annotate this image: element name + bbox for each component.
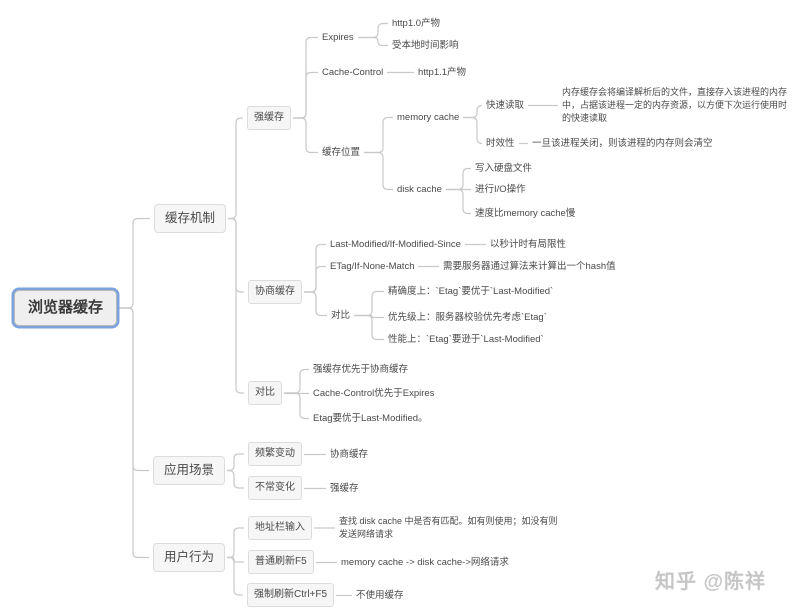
node-memdesc[interactable]: 内存缓存会将编译解析后的文件，直接存入该进程的内存 中，占据该进程一定的内存资源… [562, 87, 788, 123]
node-freq[interactable]: 频繁变动 [248, 442, 302, 466]
node-root[interactable]: 浏览器缓存 [14, 290, 118, 326]
connector-expires-http10 [358, 22, 388, 39]
connector-root-mech [119, 217, 150, 309]
node-http11[interactable]: http1.1产物 [418, 67, 467, 78]
connector-expires-localtime [358, 36, 388, 47]
node-addr[interactable]: 地址栏输入 [248, 516, 312, 540]
connector-memcache-fastread [463, 104, 483, 119]
node-timedesc[interactable]: 一旦该进程关闭，则该进程的内存则会清空 [532, 138, 713, 149]
connector-mech-comp2 [228, 217, 244, 394]
connector-location-memcache [364, 116, 393, 154]
connector-mech-strong [228, 117, 243, 220]
node-slower[interactable]: 速度比memory cache慢 [475, 208, 576, 219]
connector-diskcache-writedisk [446, 167, 471, 191]
node-perf[interactable]: 性能上：`Etag`要逊于`Last-Modified` [388, 334, 544, 345]
node-seconds[interactable]: 以秒计时有局限性 [490, 239, 567, 250]
node-etag[interactable]: ETag/If-None-Match [330, 261, 415, 272]
connector-comp1-precision [354, 290, 384, 317]
connector-memcache-timeliness [463, 116, 483, 145]
node-rare[interactable]: 不常变化 [248, 476, 302, 500]
connector-nego-lastmod [304, 243, 326, 293]
node-user[interactable]: 用户行为 [153, 543, 226, 572]
node-lastmod[interactable]: Last-Modified/If-Modified-Since [330, 239, 461, 250]
node-priority[interactable]: 优先级上：服务器校验优先考虑`Etag` [388, 312, 547, 323]
connector-comp2-etagfirst [284, 392, 309, 420]
node-negoref[interactable]: 协商缓存 [330, 449, 369, 460]
connector-comp1-perf [354, 314, 384, 341]
node-nocache[interactable]: 不使用缓存 [356, 590, 404, 601]
node-localtime[interactable]: 受本地时间影响 [392, 40, 459, 51]
connector-user-addr [227, 527, 244, 559]
connector-user-f5 [227, 556, 244, 563]
node-comp2[interactable]: 对比 [248, 381, 282, 405]
connector-strong-cachecontrol [293, 71, 318, 119]
node-location[interactable]: 缓存位置 [322, 147, 361, 158]
node-http10[interactable]: http1.0产物 [392, 18, 441, 29]
node-fastread[interactable]: 快速读取 [486, 100, 525, 111]
connector-root-user [119, 307, 149, 559]
node-ioop[interactable]: 进行I/O操作 [475, 184, 526, 195]
connector-root-scen [119, 307, 149, 472]
node-timeliness[interactable]: 时效性 [486, 138, 515, 149]
node-strong[interactable]: 强缓存 [247, 106, 291, 130]
watermark: 知乎 @陈祥 [655, 571, 767, 593]
node-addrdesc[interactable]: 查找 disk cache 中是否有匹配。如有则使用；如没有则 发送网络请求 [339, 516, 558, 539]
node-hash[interactable]: 需要服务器通过算法来计算出一个hash值 [443, 261, 616, 272]
node-writedisk[interactable]: 写入硬盘文件 [475, 163, 533, 174]
node-diskcache[interactable]: disk cache [397, 184, 442, 195]
node-ctrlf5[interactable]: 强制刷新Ctrl+F5 [247, 583, 335, 607]
node-strongfirst[interactable]: 强缓存优先于协商缓存 [313, 364, 409, 375]
node-mech[interactable]: 缓存机制 [154, 204, 227, 233]
node-precision[interactable]: 精确度上：`Etag`要优于`Last-Modified` [388, 286, 554, 297]
connector-scen-rare [227, 469, 244, 489]
node-memcache[interactable]: memory cache [397, 112, 460, 123]
connector-diskcache-slower [446, 188, 471, 215]
node-comp1[interactable]: 对比 [331, 310, 351, 321]
connector-nego-comp1 [304, 291, 327, 317]
node-scen[interactable]: 应用场景 [153, 456, 226, 485]
node-ccfirst[interactable]: Cache-Control优先于Expires [313, 388, 435, 399]
connector-location-diskcache [364, 151, 393, 191]
node-f5[interactable]: 普通刷新F5 [248, 550, 314, 574]
node-strongref[interactable]: 强缓存 [330, 483, 359, 494]
node-etagfirst[interactable]: Etag要优于Last-Modified。 [313, 413, 428, 424]
connector-comp1-priority [354, 314, 384, 319]
node-f5desc[interactable]: memory cache -> disk cache->网络请求 [341, 557, 509, 568]
connector-nego-etag [304, 265, 326, 293]
node-nego[interactable]: 协商缓存 [248, 280, 302, 304]
node-cachecontrol[interactable]: Cache-Control [322, 67, 384, 78]
node-expires[interactable]: Expires [322, 32, 354, 43]
connector-strong-location [293, 117, 318, 154]
connector-user-ctrlf5 [227, 556, 243, 596]
connector-scen-freq [227, 453, 244, 472]
connector-comp2-strongfirst [284, 368, 309, 394]
